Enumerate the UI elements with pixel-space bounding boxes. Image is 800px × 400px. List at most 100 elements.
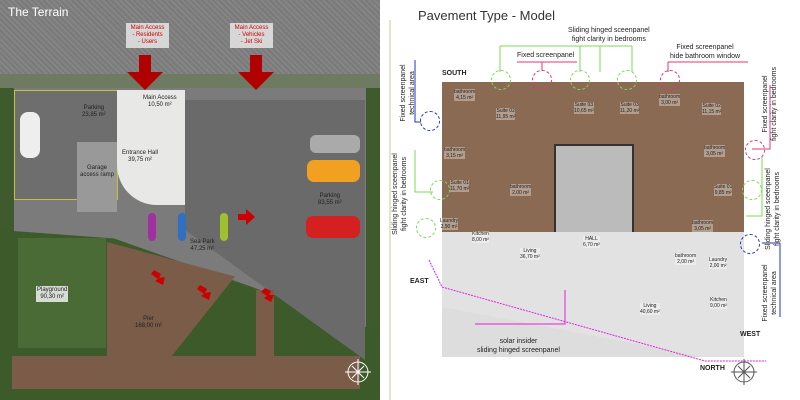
room-area: 3,05 m² — [694, 226, 712, 232]
jet-ski — [148, 213, 156, 241]
arrow-down-icon — [197, 285, 211, 300]
area-value: 83,55 m² — [318, 200, 342, 206]
sidewalk-hedge — [0, 74, 380, 88]
room-area: 40,60 m² — [640, 309, 660, 315]
arrow-down-icon — [127, 55, 163, 90]
room-name: Living — [643, 303, 657, 309]
callout-line: solar insider — [499, 338, 538, 345]
screenpanel-marker — [491, 70, 511, 90]
room-area: 8,00 m² — [472, 237, 489, 243]
room-name: Suite 03 — [620, 102, 639, 108]
area-value: 23,85 m² — [82, 112, 106, 118]
room-area: 10,65 m² — [574, 108, 594, 114]
jet-ski — [220, 213, 228, 241]
room-name: bathroom — [704, 145, 726, 151]
screenpanel-marker — [416, 218, 436, 238]
entrance-hall — [117, 90, 185, 205]
room-area: 2,00 m² — [512, 190, 530, 196]
callout-line: technical area — [771, 271, 778, 315]
direction-east: EAST — [410, 278, 429, 285]
room-name: Kitchen — [472, 231, 489, 237]
model-panel: Pavement Type - Model Sliding hinged sce… — [380, 0, 800, 400]
screenpanel-marker — [660, 70, 680, 90]
area-value: 10,50 m² — [148, 102, 172, 108]
screenpanel-marker — [570, 70, 590, 90]
arrows — [127, 55, 371, 385]
area-value: 90,30 m² — [40, 294, 65, 300]
callout-line: Sliding hinged sceenpanel — [765, 168, 772, 250]
callout-line: sliding hinged screenpanel — [477, 347, 560, 354]
car-white — [20, 112, 40, 158]
screenpanel-marker — [532, 70, 552, 90]
room-area: 3,00 m² — [661, 100, 679, 106]
callout-line: technical area — [409, 71, 416, 115]
room-name: Kitchen — [710, 297, 727, 303]
room-area: 2,00 m² — [709, 263, 727, 269]
grass-right — [366, 88, 380, 400]
callout-solar: solar insider sliding hinged screenpanel — [477, 337, 560, 355]
callout-fixed-top: Fixed screenpanel — [517, 52, 575, 59]
arrow-right-icon — [238, 209, 255, 225]
room-area: 2,00 m² — [677, 259, 695, 265]
compass-icon — [731, 359, 757, 385]
screenpanel-marker — [745, 140, 765, 160]
terrain-panel: The Terrain Main Access - Residents - Us… — [0, 0, 380, 400]
area-value: 39,75 m² — [128, 157, 152, 163]
pier-walkway — [256, 290, 274, 358]
arrow-down-icon — [238, 55, 274, 90]
room-name: bathroom — [444, 147, 466, 153]
room-area: 4,15 m² — [456, 95, 474, 101]
area-name: Garage — [87, 165, 108, 171]
floor-plan — [442, 82, 744, 357]
callout-line: Sliding hinged sceenpanel — [392, 153, 399, 235]
area-name: Pier — [143, 316, 154, 322]
room-name: bathroom — [454, 89, 476, 95]
callout-line: Fixed screenpanel — [676, 44, 734, 51]
room-area: 2,90 m² — [440, 224, 458, 230]
room-area: 6,70 m² — [583, 242, 600, 248]
access-box-residents: Main Access - Residents - Users — [126, 23, 169, 48]
arrow-down-icon — [261, 288, 274, 302]
car-orange — [307, 160, 360, 182]
room-area: 9,85 m² — [714, 190, 732, 196]
area-name: Parking — [83, 105, 105, 111]
callout-line: fight clarity in bedrooms — [771, 67, 778, 141]
area-name: Entrance Hall — [122, 150, 159, 156]
callout-line: Fixed screenpanel — [762, 264, 769, 322]
room-area: 11,70 m² — [450, 186, 470, 192]
room-name: bathroom — [659, 94, 681, 100]
callout-line: fight clarity in bedrooms — [774, 172, 781, 246]
access-line: - Vehicles — [238, 32, 265, 38]
compass-icon — [345, 359, 371, 385]
room-name: HALL — [585, 236, 598, 242]
screenpanel-marker — [430, 180, 450, 200]
boardwalk — [12, 356, 360, 389]
ramp — [77, 142, 117, 212]
room-name: Laundry — [440, 218, 459, 224]
room-name: Living — [523, 248, 537, 254]
screenpanel-marker — [742, 180, 762, 200]
access-line: - Users — [137, 39, 158, 45]
